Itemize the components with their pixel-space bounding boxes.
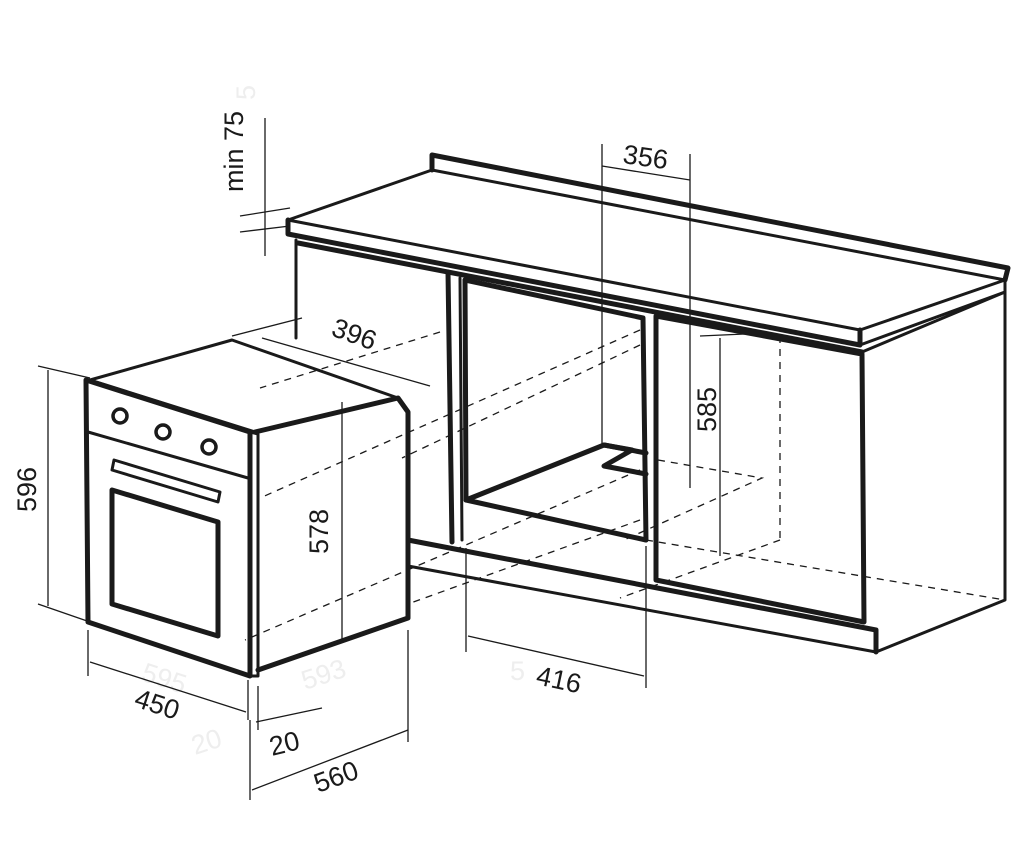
hidden-line bbox=[407, 519, 641, 605]
dim-label-585: 585 bbox=[692, 387, 722, 432]
dim-line bbox=[261, 337, 431, 387]
hidden-line bbox=[244, 469, 641, 641]
oven-handle bbox=[110, 458, 222, 504]
cutout-floor-back bbox=[463, 442, 649, 503]
cabinet-top-rail bbox=[295, 240, 865, 355]
dim-line bbox=[231, 317, 303, 337]
hidden-line bbox=[623, 459, 765, 541]
dim-label-560: 560 bbox=[310, 755, 363, 799]
plinth-front bbox=[406, 538, 878, 654]
dim-label-578: 578 bbox=[304, 509, 334, 554]
dim-label-356: 356 bbox=[621, 139, 670, 175]
dim-label-min-75: min 75 bbox=[219, 111, 249, 192]
dim-label-596: 596 bbox=[12, 467, 42, 512]
hidden-line bbox=[619, 539, 781, 599]
dim-line bbox=[467, 635, 645, 677]
oven-window bbox=[109, 487, 221, 639]
countertop-side bbox=[858, 278, 1007, 347]
ghost-label: 593 bbox=[298, 653, 350, 695]
cutout-frame bbox=[462, 277, 649, 543]
dimension-labels: min 75 356 585 396 596 578 450 20 560 41… bbox=[12, 111, 722, 799]
countertop-edge bbox=[285, 217, 863, 348]
dim-line bbox=[37, 365, 91, 379]
dim-line bbox=[37, 603, 91, 623]
cutout-left bbox=[462, 277, 469, 503]
dimension-lines bbox=[37, 118, 746, 800]
dim-line bbox=[601, 165, 691, 181]
backsplash bbox=[429, 152, 1011, 283]
dim-line bbox=[251, 729, 409, 791]
oven-top bbox=[88, 338, 400, 434]
dim-label-396: 396 bbox=[328, 312, 381, 356]
knob-icon bbox=[111, 407, 129, 425]
ghost-label: 20 bbox=[188, 723, 226, 761]
dim-label-416: 416 bbox=[534, 661, 584, 700]
built-in-oven bbox=[83, 338, 411, 679]
dim-label-20: 20 bbox=[266, 725, 302, 761]
dim-line bbox=[255, 707, 323, 723]
hidden-line bbox=[259, 329, 641, 499]
control-strip-divider bbox=[86, 430, 250, 480]
cutout-floor-front bbox=[463, 497, 649, 543]
cabinet-plinth bbox=[405, 537, 879, 655]
dim-line bbox=[239, 207, 291, 217]
oven-side bbox=[252, 395, 411, 673]
ghost-label: 5 bbox=[231, 85, 261, 100]
hidden-line bbox=[401, 344, 641, 459]
oven-front-edge bbox=[248, 430, 260, 678]
dim-line bbox=[89, 661, 247, 713]
dim-line bbox=[239, 225, 291, 233]
knob-icon bbox=[200, 438, 218, 456]
hidden-line bbox=[645, 539, 1006, 601]
knob-icon bbox=[154, 423, 172, 441]
dim-line bbox=[699, 333, 746, 337]
left-panel-edge bbox=[445, 269, 455, 545]
ghost-label: 5 bbox=[510, 656, 525, 686]
hidden-line bbox=[259, 331, 441, 389]
cutout-notch bbox=[601, 442, 649, 477]
right-door bbox=[653, 313, 867, 625]
kitchen-cabinet bbox=[244, 152, 1011, 655]
cabinet-right-side bbox=[860, 290, 1007, 654]
